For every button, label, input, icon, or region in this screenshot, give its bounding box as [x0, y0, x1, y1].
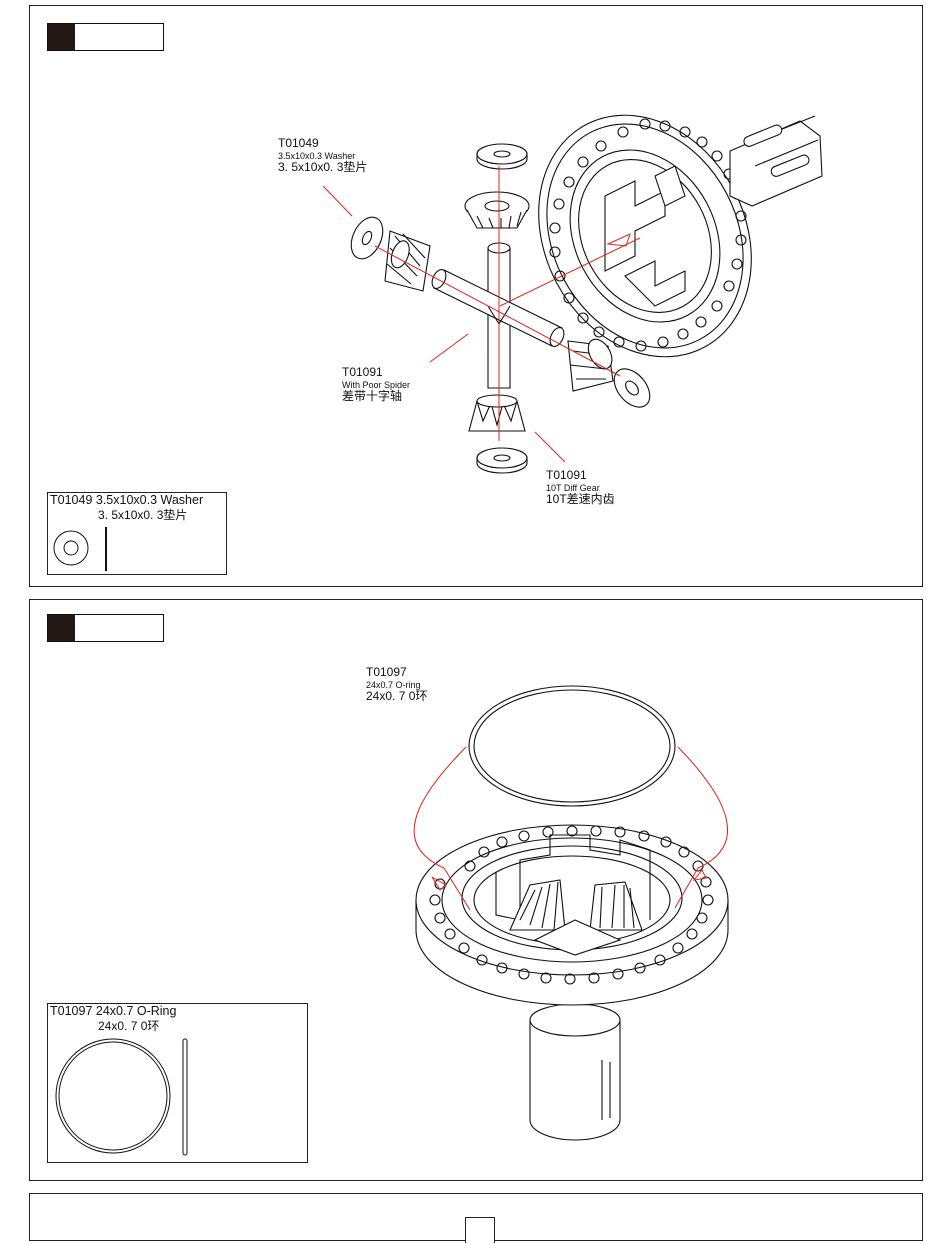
page-number-tab: [465, 1217, 495, 1243]
diff-gear-icon: [385, 231, 430, 291]
parts-box-o-ring: T01097 24x0.7 O-Ring 24x0. 7 0环: [47, 1003, 308, 1163]
washer-icon: [48, 493, 228, 576]
step-panel-1: T01049 3.5x10x0.3 Washer 3. 5x10x0. 3垫片 …: [29, 5, 923, 587]
washer-icon: [477, 448, 527, 473]
washer-icon: [477, 144, 527, 169]
callout-chinese: 3. 5x10x0. 3垫片: [278, 161, 367, 175]
callout-spider: T01091 With Poor Spider 差带十字轴: [342, 366, 410, 404]
callout-diff-gear: T01091 10T Diff Gear 10T差速内齿: [546, 469, 615, 507]
callout-chinese: 10T差速内齿: [546, 493, 615, 507]
diff-gear-icon: [465, 192, 529, 228]
callout-code: T01091: [342, 366, 410, 380]
cross-shaft-icon: [429, 243, 566, 388]
parts-box-washer: T01049 3.5x10x0.3 Washer 3. 5x10x0. 3垫片: [47, 492, 227, 575]
callout-code: T01049: [278, 137, 367, 151]
diff-case-icon: [498, 78, 793, 394]
diff-outdrive: [530, 1004, 620, 1140]
callout-washer: T01049 3.5x10x0.3 Washer 3. 5x10x0. 3垫片: [278, 137, 367, 175]
washer-icon: [607, 362, 657, 414]
callout-code: T01091: [546, 469, 615, 483]
callout-o-ring: T01097 24x0.7 O-ring 24x0. 7 0环: [366, 666, 427, 704]
washer-icon: [345, 212, 389, 264]
diff-gear-icon: [469, 395, 525, 431]
o-ring-icon: [48, 1004, 309, 1164]
diff-case-icon: [416, 825, 728, 1005]
callout-code: T01097: [366, 666, 427, 680]
callout-chinese: 24x0. 7 0环: [366, 690, 427, 704]
diff-outdrive: [730, 116, 822, 206]
o-ring-icon: [469, 686, 675, 806]
callout-chinese: 差带十字轴: [342, 390, 410, 404]
step-panel-2: T01097 24x0.7 O-ring 24x0. 7 0环 T01097 2…: [29, 599, 923, 1181]
diff-gear-icon: [568, 335, 617, 391]
